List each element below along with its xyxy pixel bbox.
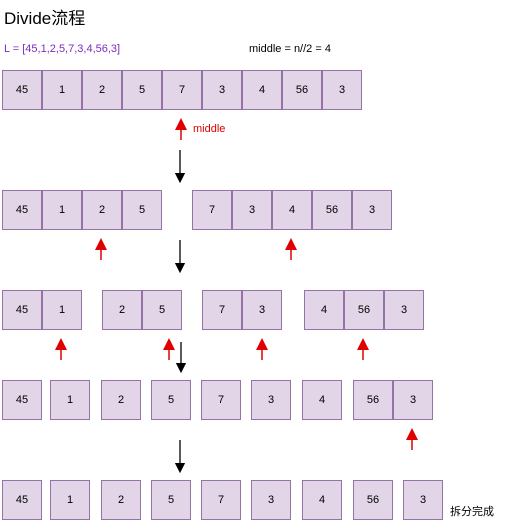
array-cell: 7 — [201, 380, 241, 420]
array-cell: 2 — [102, 290, 142, 330]
array-cell: 1 — [42, 290, 82, 330]
array-cell: 7 — [201, 480, 241, 520]
array-cell: 1 — [50, 380, 90, 420]
array-cell: 4 — [242, 70, 282, 110]
array-cell: 56 — [353, 480, 393, 520]
array-cell: 5 — [122, 70, 162, 110]
array-cell: 56 — [344, 290, 384, 330]
array-cell: 2 — [101, 380, 141, 420]
array-cell: 5 — [142, 290, 182, 330]
array-cell: 3 — [202, 70, 242, 110]
array-cell: 3 — [232, 190, 272, 230]
array-cell: 1 — [42, 190, 82, 230]
array-cell: 5 — [151, 480, 191, 520]
array-cell: 56 — [282, 70, 322, 110]
array-cell: 3 — [384, 290, 424, 330]
array-cell: 3 — [242, 290, 282, 330]
array-cell: 45 — [2, 480, 42, 520]
array-cell: 56 — [353, 380, 393, 420]
array-cell: 45 — [2, 380, 42, 420]
array-cell: 5 — [122, 190, 162, 230]
diagram-title: Divide流程 — [4, 9, 86, 28]
array-cell: 2 — [82, 70, 122, 110]
array-cell: 3 — [352, 190, 392, 230]
middle-label: middle — [193, 123, 226, 135]
array-cell: 4 — [272, 190, 312, 230]
array-cell: 4 — [302, 380, 342, 420]
array-cell: 7 — [202, 290, 242, 330]
array-cell: 7 — [162, 70, 202, 110]
array-cell: 7 — [192, 190, 232, 230]
array-cell: 1 — [50, 480, 90, 520]
array-cell: 3 — [403, 480, 443, 520]
array-cell: 3 — [251, 380, 291, 420]
array-cell: 3 — [322, 70, 362, 110]
array-cell: 45 — [2, 190, 42, 230]
array-cell: 56 — [312, 190, 352, 230]
array-cell: 5 — [151, 380, 191, 420]
array-cell: 45 — [2, 70, 42, 110]
array-cell: 2 — [82, 190, 122, 230]
array-cell: 4 — [304, 290, 344, 330]
array-cell: 2 — [101, 480, 141, 520]
middle-formula: middle = n//2 = 4 — [249, 43, 331, 55]
array-cell: 3 — [393, 380, 433, 420]
list-definition: L = [45,1,2,5,7,3,4,56,3] — [4, 43, 121, 55]
array-cell: 1 — [42, 70, 82, 110]
array-cell: 3 — [251, 480, 291, 520]
split-complete-label: 拆分完成 — [450, 506, 494, 518]
array-cell: 45 — [2, 290, 42, 330]
array-cell: 4 — [302, 480, 342, 520]
